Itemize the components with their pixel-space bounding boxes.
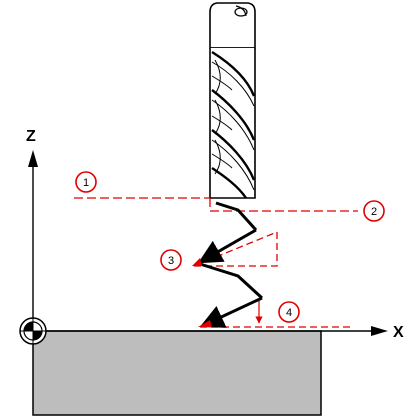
callout-2: 2 (363, 200, 385, 222)
datum-origin-icon (19, 317, 47, 345)
z-axis-arrow-icon (28, 150, 38, 167)
svg-text:1: 1 (83, 177, 89, 189)
reference-box-3 (193, 231, 278, 267)
x-axis-label: X (393, 324, 404, 341)
svg-text:3: 3 (168, 255, 174, 267)
z-axis-label: Z (26, 128, 36, 145)
workpiece-block (32, 330, 322, 416)
callout-1: 1 (75, 171, 97, 193)
feed-path-1 (215, 201, 258, 232)
callout-3: 3 (160, 249, 182, 271)
feed-path-2 (197, 228, 257, 264)
callout-4: 4 (278, 301, 300, 323)
feed-path-4 (199, 296, 263, 328)
reference-line-2 (209, 198, 358, 212)
svg-text:4: 4 (286, 307, 292, 319)
svg-text:2: 2 (371, 206, 377, 218)
feed-path-3 (199, 262, 264, 300)
x-axis-arrow-icon (371, 326, 388, 336)
touch-mark-4 (198, 320, 212, 327)
tool-icon (209, 2, 256, 199)
touch-mark-3 (192, 258, 202, 266)
